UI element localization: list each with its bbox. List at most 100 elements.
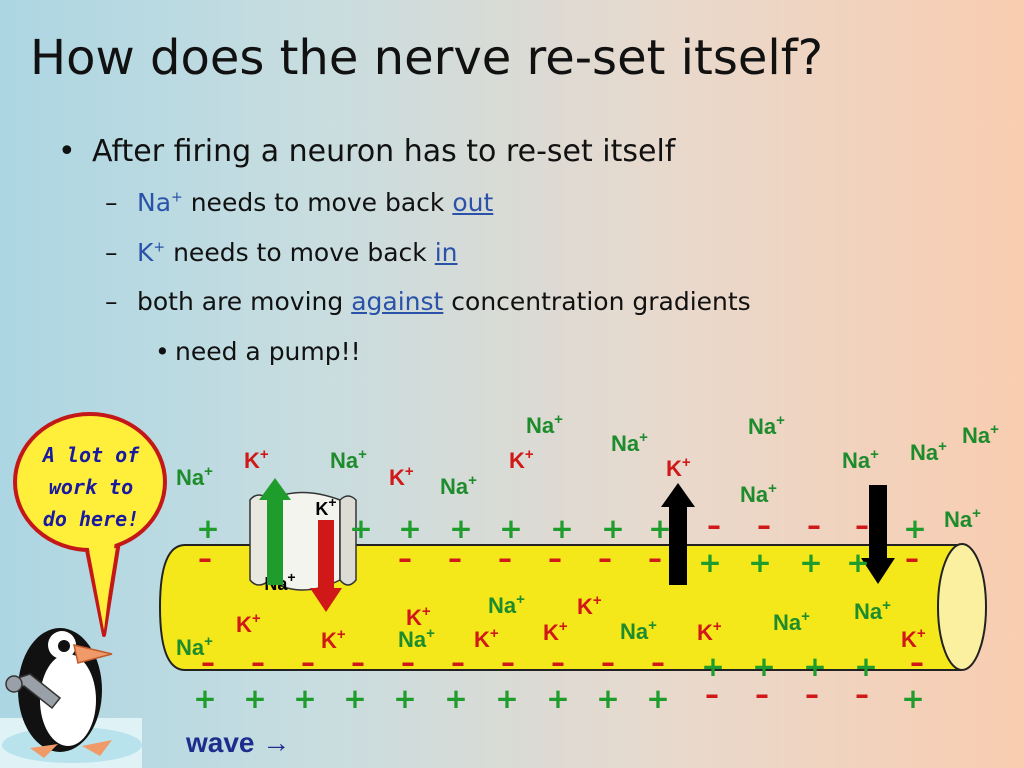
wrench-icon — [5, 673, 62, 710]
gradient-pre: both are moving — [137, 287, 352, 316]
minus-sign: – — [198, 542, 212, 575]
na-ion-label: Na+ — [440, 472, 477, 499]
sub-bullet-gradient: –both are moving against concentration g… — [105, 287, 751, 316]
arrow-up-black — [661, 483, 695, 585]
plus-sign: + — [349, 512, 372, 545]
minus-sign: – — [855, 509, 869, 542]
k-charge: + — [153, 239, 166, 256]
sub-bullet-k-text: needs to move back — [165, 238, 435, 267]
na-ion-label: Na+ — [176, 463, 213, 490]
na-ion-label: Na+ — [620, 617, 657, 644]
minus-sign: – — [401, 646, 415, 679]
bubble-line-2: work to — [49, 475, 133, 499]
plus-sign: + — [648, 512, 671, 545]
minus-sign: – — [807, 509, 821, 542]
na-ion-label: Na+ — [944, 505, 981, 532]
sub-bullet-k: –K+ needs to move back in — [105, 238, 458, 267]
charges-bottom-outside: + + + + + + + + + + – – – – + — [193, 678, 924, 715]
plus-sign: + — [343, 682, 366, 715]
minus-sign: – — [651, 646, 665, 679]
arrow-up-green — [259, 478, 291, 585]
k-ion-label: K+ — [901, 625, 926, 652]
na-ion-label: Na+ — [176, 633, 213, 660]
minus-sign: – — [398, 542, 412, 575]
na-ion-label: Na+ — [854, 597, 891, 624]
dash: – — [105, 238, 118, 267]
plus-sign: + — [444, 682, 467, 715]
gradient-post: concentration gradients — [443, 287, 751, 316]
sub-bullet-na-text: needs to move back — [182, 188, 453, 217]
minus-sign: – — [757, 509, 771, 542]
minus-sign: – — [351, 646, 365, 679]
link-in[interactable]: in — [434, 238, 458, 267]
na-ion-label: Na+ — [910, 438, 947, 465]
sub-sub-bullet: •need a pump!! — [155, 337, 361, 366]
minus-sign: – — [498, 542, 512, 575]
need-pump-text: need a pump!! — [175, 337, 361, 366]
plus-sign: + — [903, 512, 926, 545]
minus-sign: – — [910, 646, 924, 679]
minus-sign: – — [601, 646, 615, 679]
minus-sign: – — [805, 678, 819, 711]
k-ion-label: K+ — [577, 592, 602, 619]
plus-sign: + — [701, 650, 724, 683]
plus-sign: + — [698, 546, 721, 579]
wave-label: wave → — [185, 727, 290, 758]
plus-sign: + — [854, 650, 877, 683]
na-ion-label: Na+ — [611, 429, 648, 456]
plus-sign: + — [901, 682, 924, 715]
inside-ions: K+ K+ K+ Na+ K+ Na+ K+ K+ Na+ K+ Na+ Na+… — [236, 591, 926, 653]
plus-sign: + — [398, 512, 421, 545]
plus-sign: + — [393, 682, 416, 715]
na-charge: + — [171, 189, 183, 206]
k-ion: K — [137, 238, 154, 267]
na-ion: Na — [137, 188, 172, 217]
arrow-down-black — [861, 485, 895, 584]
plus-sign: + — [748, 546, 771, 579]
link-against[interactable]: against — [351, 287, 444, 316]
minus-sign: – — [301, 646, 315, 679]
k-ion-label: K+ — [509, 446, 534, 473]
plus-sign: + — [550, 512, 573, 545]
bullet-dot: • — [58, 134, 76, 169]
na-ion-label: Na+ — [842, 446, 879, 473]
na-ion-label: Na+ — [330, 446, 367, 473]
minus-sign: – — [251, 646, 265, 679]
plus-sign: + — [193, 682, 216, 715]
na-ion-label: Na+ — [398, 625, 435, 652]
bullet-main-text: After firing a neuron has to re-set itse… — [92, 134, 676, 169]
plus-sign: + — [803, 650, 826, 683]
arrow-down-red — [310, 520, 342, 612]
k-ion-label: K+ — [244, 446, 269, 473]
plus-sign: + — [596, 682, 619, 715]
charges-top-outside: + + + + + + + + – – – – + — [196, 509, 926, 545]
minus-sign: – — [755, 678, 769, 711]
na-ion-label: Na+ — [773, 608, 810, 635]
na-ion-label: Na+ — [740, 480, 777, 507]
na-ion-label: Na+ — [488, 591, 525, 618]
k-ion-label: K+ — [697, 618, 722, 645]
slide-title: How does the nerve re-set itself? — [30, 30, 824, 86]
minus-sign: – — [551, 646, 565, 679]
na-ion-label: Na+ — [526, 411, 563, 438]
minus-sign: – — [451, 646, 465, 679]
minus-sign: – — [548, 542, 562, 575]
k-ion-label: K+ — [406, 603, 431, 630]
ion-channel: K+ Na+ — [249, 491, 357, 594]
plus-sign: + — [495, 682, 518, 715]
channel-k-label: K+ — [315, 494, 336, 519]
plus-sign: + — [196, 512, 219, 545]
k-ion-label: K+ — [474, 625, 499, 652]
minus-sign: – — [707, 509, 721, 542]
bubble-line-3: do here! — [43, 507, 139, 531]
minus-sign: – — [705, 678, 719, 711]
link-out[interactable]: out — [452, 188, 494, 217]
charges-bottom-inside: – – – – – – – – – – + + + + – — [201, 646, 924, 683]
bullet-dot-small: • — [155, 337, 170, 366]
plus-sign: + — [646, 682, 669, 715]
minus-sign: – — [855, 678, 869, 711]
charges-top-inside: – – – – – – – + + + + – — [198, 542, 919, 579]
plus-sign: + — [293, 682, 316, 715]
plus-sign: + — [499, 512, 522, 545]
minus-sign: – — [648, 542, 662, 575]
